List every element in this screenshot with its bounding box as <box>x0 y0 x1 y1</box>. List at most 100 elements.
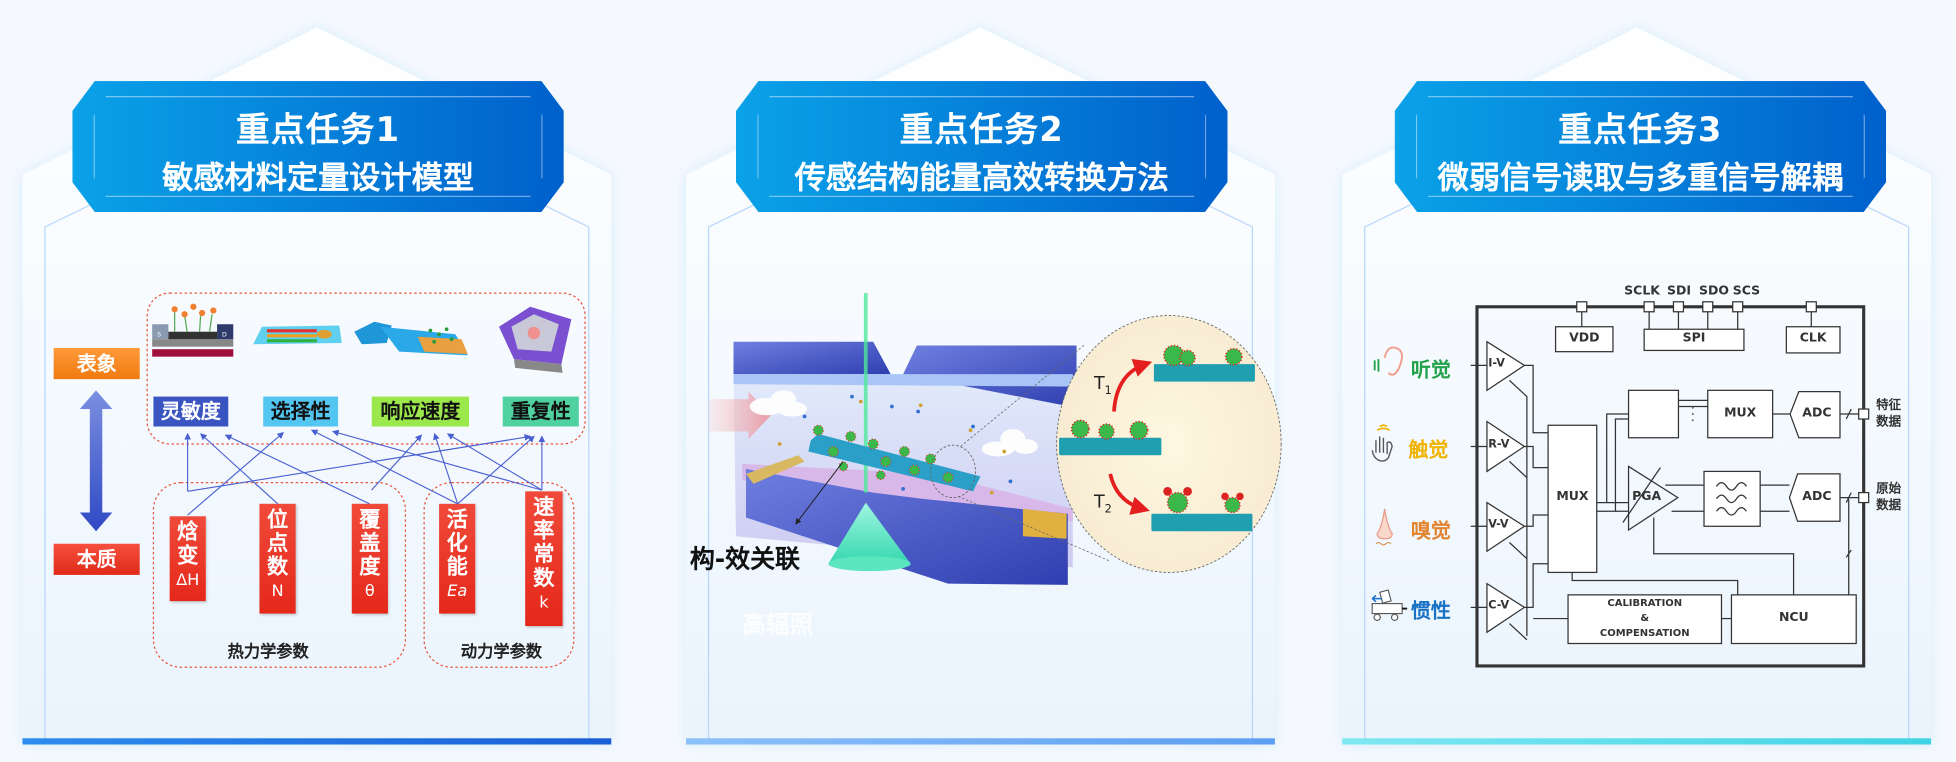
phenomenon-label: 表象 <box>53 347 140 380</box>
gas-molecules-yellow <box>777 399 1007 495</box>
relation-line <box>457 435 535 505</box>
amp-rv-label: R-V <box>1488 438 1510 452</box>
hand-icon <box>1371 424 1393 462</box>
light-cone <box>828 502 911 564</box>
cantilever-image <box>354 321 468 356</box>
relation-line <box>433 432 459 505</box>
magnify-line <box>960 343 1086 447</box>
light-cone-base <box>828 556 911 572</box>
relation-line <box>224 434 370 505</box>
sense-smell-label: 嗅觉 <box>1410 518 1451 543</box>
magnify-line <box>957 496 1111 562</box>
pin-scs-label: SCS <box>1732 284 1761 299</box>
gas-molecules <box>802 394 1013 491</box>
adc-block-2 <box>1788 473 1841 522</box>
vdd-label: VDD <box>1569 331 1600 346</box>
panel-1-subtitle: 敏感材料定量设计模型 <box>162 159 475 196</box>
adc-block-1 <box>1789 390 1841 439</box>
small-mux-label: MUX <box>1724 406 1757 421</box>
nose-icon <box>1375 508 1393 546</box>
t2-arrow-icon <box>1108 473 1150 515</box>
essence-label: 本质 <box>53 543 140 575</box>
magnify-source-circle <box>930 444 976 499</box>
cloud-icon <box>981 429 1038 457</box>
thermodynamic-group-box <box>152 482 407 668</box>
phenomenon-group-box <box>146 292 586 445</box>
property-sensitivity: 灵敏度 <box>153 396 229 427</box>
substrate-bottom <box>1151 513 1253 532</box>
ncu-label: NCU <box>1778 611 1809 625</box>
high-irradiation-label: 高辐照 <box>742 611 814 639</box>
cart-icon <box>1371 589 1408 621</box>
feature-extract-block <box>1627 389 1680 439</box>
spi-label: SPI <box>1682 331 1706 346</box>
source-label: S <box>157 332 161 339</box>
structure-effect-label: 构-效关联 <box>689 543 801 574</box>
panel-1-title: 重点任务1 <box>235 110 401 150</box>
cluster-caps <box>1163 486 1244 501</box>
clk-label: CLK <box>1799 331 1827 346</box>
t1-arrow-icon <box>1112 359 1153 412</box>
sense-inertia-label: 惯性 <box>1410 598 1451 623</box>
kinetic-params-label: 动力学参数 <box>460 643 543 663</box>
interdigitated-sensor-image <box>253 325 342 345</box>
t2-label: T2 <box>1093 493 1112 516</box>
panel-3-subtitle: 微弱信号读取与多重信号解耦 <box>1437 159 1844 196</box>
wires <box>1470 311 1859 641</box>
amp-iv-label: I-V <box>1488 357 1505 371</box>
pga-label: PGA <box>1632 490 1662 504</box>
property-selectivity: 选择性 <box>263 396 339 427</box>
vdd-block <box>1554 326 1614 353</box>
relation-line <box>371 434 423 491</box>
filter-wave-icon <box>1715 482 1747 516</box>
substrate-top <box>1153 364 1255 382</box>
adc-2-label: ADC <box>1802 490 1832 504</box>
spi-block <box>1643 328 1745 352</box>
adc-1-label: ADC <box>1802 406 1832 421</box>
drain-label: D <box>222 332 227 339</box>
panel-3-title: 重点任务3 <box>1558 110 1723 150</box>
relation-line <box>187 434 532 492</box>
panel-3-accent-bar <box>1342 738 1932 745</box>
substrate-middle <box>1059 437 1162 456</box>
double-arrow-icon <box>79 390 113 532</box>
raw-data-label: 原始数据 <box>1876 482 1902 513</box>
thermodynamic-params-label: 热力学参数 <box>227 643 309 663</box>
panel-2-title: 重点任务2 <box>899 110 1064 150</box>
clusters <box>1070 344 1243 514</box>
dots <box>1691 406 1694 422</box>
chip-pins <box>1576 301 1870 504</box>
property-response-speed: 响应速度 <box>371 396 470 427</box>
amp-vv-label: V-V <box>1488 518 1509 532</box>
panel-3-header: 重点任务3 微弱信号读取与多重信号解耦 <box>1394 81 1887 213</box>
laser-beam <box>863 293 868 493</box>
relation-line <box>200 433 279 505</box>
main-mux-label: MUX <box>1556 490 1589 504</box>
panel-1-accent-bar <box>22 738 612 745</box>
feature-data-label: 特征数据 <box>1876 399 1902 430</box>
relation-line <box>446 433 543 491</box>
amp-cv-label: C-V <box>1488 599 1510 613</box>
filter-block <box>1703 470 1761 527</box>
pin-sdo-label: SDO <box>1699 284 1729 299</box>
panel-2-subtitle: 传感结构能量高效转换方法 <box>794 159 1169 196</box>
property-repeatability: 重复性 <box>502 396 579 427</box>
clk-block <box>1785 326 1841 354</box>
ear-icon <box>1373 346 1403 376</box>
panel-2-accent-bar <box>686 738 1275 745</box>
relation-line <box>331 429 543 491</box>
pointer-arrow <box>795 461 844 525</box>
kinetic-group-box <box>423 482 575 668</box>
ncu-block <box>1730 594 1857 645</box>
nanowire <box>808 433 981 492</box>
mems-heater-image <box>498 306 572 373</box>
amplifiers <box>1486 340 1526 634</box>
